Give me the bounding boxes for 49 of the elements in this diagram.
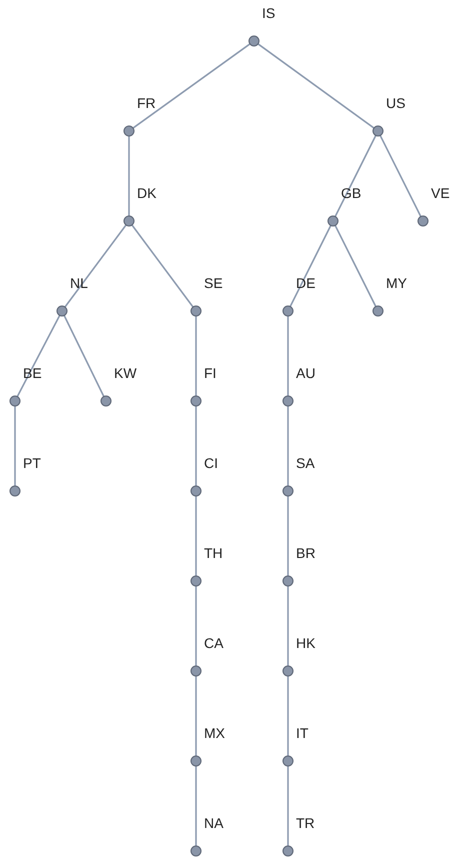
node-label: DE <box>296 275 316 291</box>
tree-branch <box>290 225 332 307</box>
tree-branch <box>195 496 197 576</box>
tree-branch <box>195 316 197 396</box>
node-label: SA <box>296 455 315 471</box>
node-label: TR <box>296 815 315 831</box>
node-label: FI <box>204 365 216 381</box>
tree-branch <box>258 43 374 129</box>
tree-branch <box>195 766 197 846</box>
tree-branch <box>63 315 105 397</box>
node-label: GB <box>341 185 362 201</box>
tree-branch <box>195 406 197 486</box>
tree-branch <box>64 224 127 308</box>
node-label: FR <box>137 95 156 111</box>
tree-branch <box>287 316 289 396</box>
node-label: SE <box>204 275 223 291</box>
tree-branch <box>334 225 376 307</box>
node-label: CI <box>204 455 218 471</box>
node-label: HK <box>296 635 316 651</box>
node-label: DK <box>137 185 156 201</box>
tree-branch <box>287 766 289 846</box>
node-label: BR <box>296 545 316 561</box>
tree-branch <box>287 406 289 486</box>
node-label: US <box>386 95 406 111</box>
tree-branch <box>131 224 194 308</box>
node-label: AU <box>296 365 316 381</box>
node-label: IT <box>296 725 308 741</box>
node-label: MX <box>204 725 225 741</box>
tree-branch <box>380 135 422 217</box>
node-label: BE <box>23 365 42 381</box>
node-label: PT <box>23 455 41 471</box>
tree-branch <box>334 135 376 217</box>
tree-branch <box>287 676 289 756</box>
tree-branch <box>195 676 197 756</box>
node-label: IS <box>262 5 276 21</box>
tree-branch <box>195 586 197 666</box>
tree-branch <box>16 315 60 397</box>
tree-branch <box>128 136 130 216</box>
node-label: VE <box>431 185 450 201</box>
node-label: NA <box>204 815 224 831</box>
tree-branch <box>287 586 289 666</box>
node-label: CA <box>204 635 224 651</box>
node-label: NL <box>70 275 88 291</box>
node-label: KW <box>114 365 137 381</box>
node-label: MY <box>386 275 407 291</box>
tree-branch <box>132 43 250 129</box>
tree-branch <box>14 406 16 486</box>
tree-branch <box>287 496 289 576</box>
node-label: TH <box>204 545 223 561</box>
